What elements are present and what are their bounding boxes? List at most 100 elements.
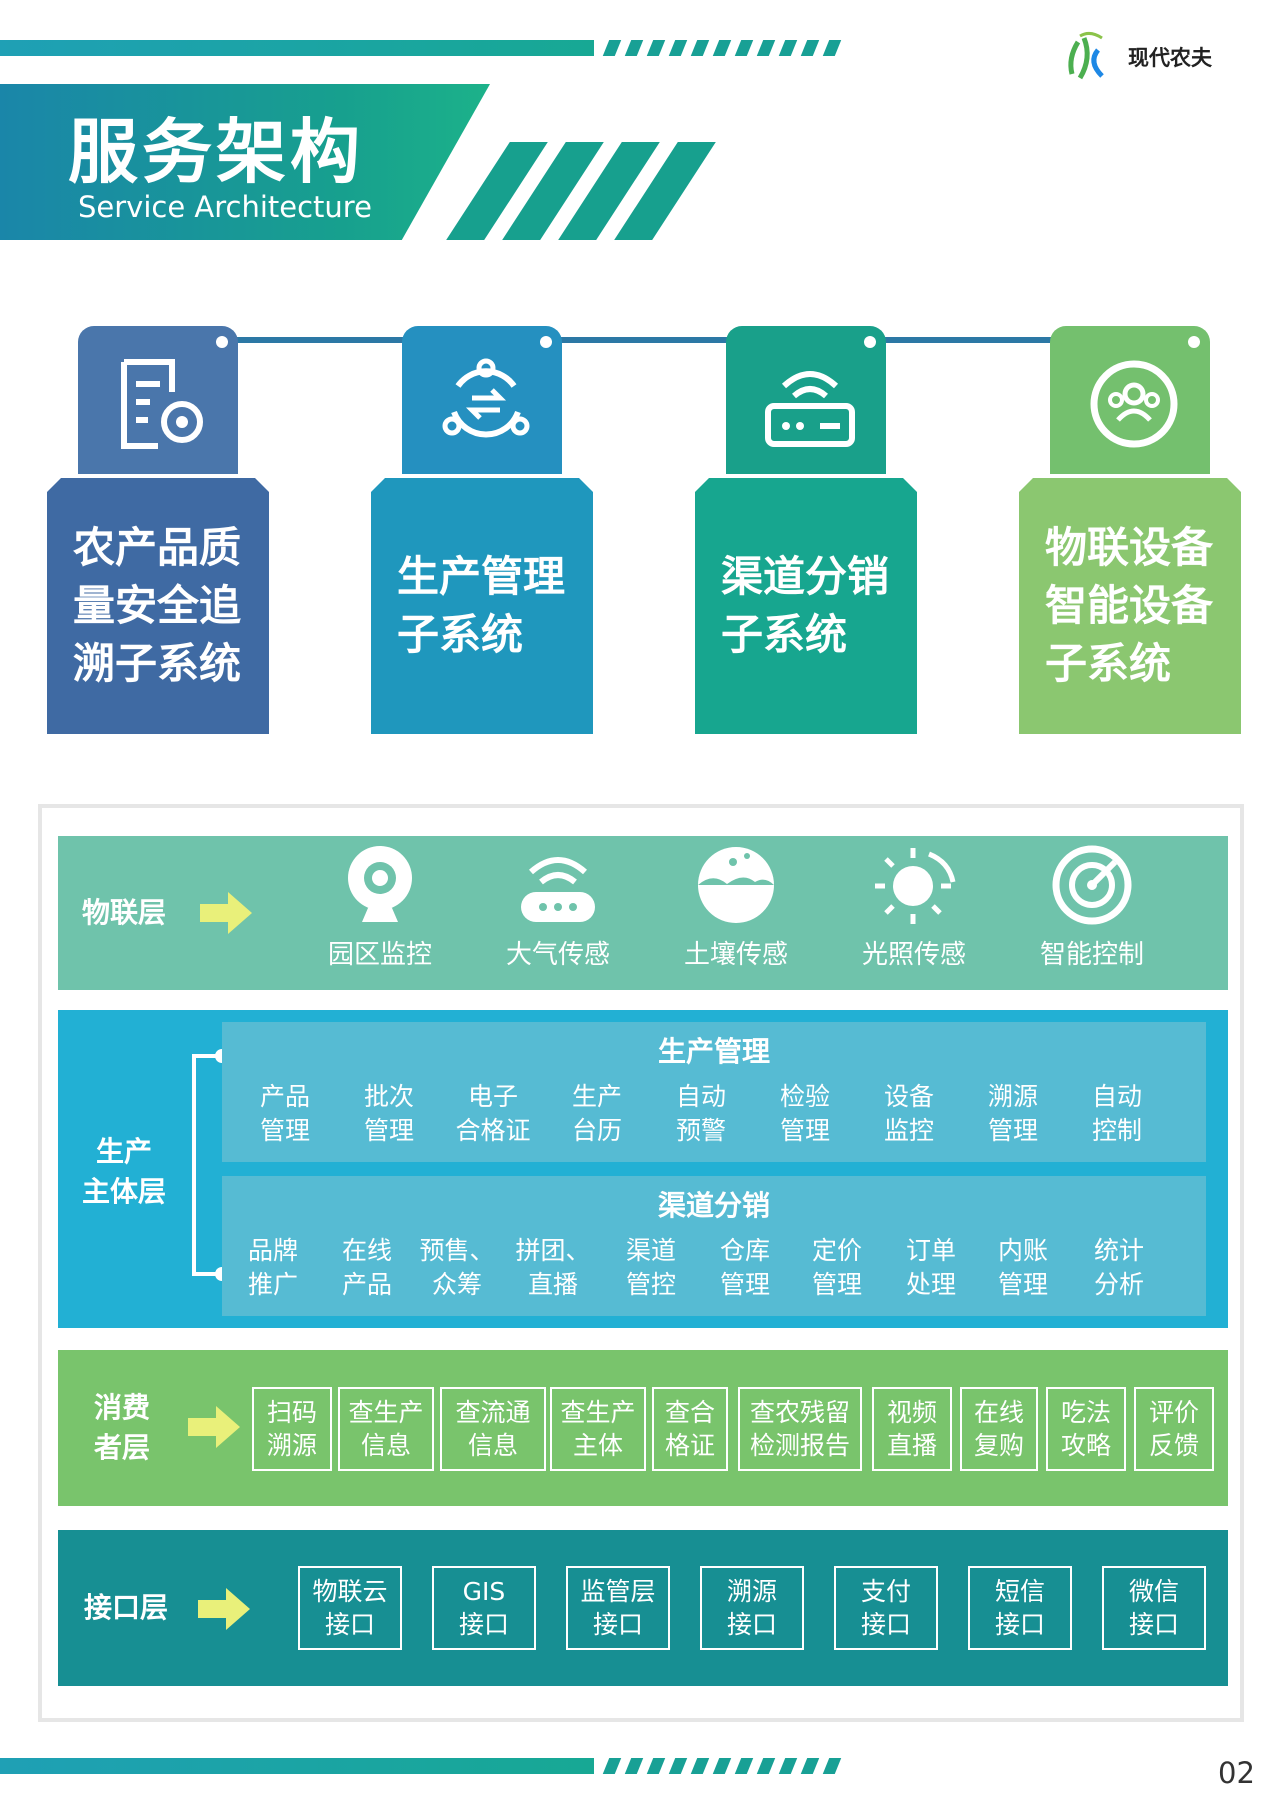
iot-item-label: 智能控制 xyxy=(1039,940,1144,970)
consumer-item: 在线 复购 xyxy=(960,1387,1038,1471)
cycle-exchange-icon xyxy=(442,358,530,438)
interface-item: 溯源 接口 xyxy=(700,1566,804,1650)
consumer-item: 查合 格证 xyxy=(652,1387,728,1471)
users-group-icon xyxy=(1090,360,1178,448)
distribution-item: 渠道 管控 xyxy=(625,1236,676,1299)
bottom-solid-bar xyxy=(0,1758,594,1774)
bracket-connector xyxy=(192,1049,226,1281)
consumer-item: 查流通 信息 xyxy=(440,1387,546,1471)
page-subtitle: Service Architecture xyxy=(78,190,372,224)
interface-layer-label: 接口层 xyxy=(83,1591,168,1624)
arrow-right-icon xyxy=(188,1406,240,1448)
production-management-item: 产品 管理 xyxy=(259,1082,310,1145)
architecture-frame xyxy=(38,804,1244,1722)
system-card-icon-tile xyxy=(78,326,238,474)
production-management-panel: 生产管理 产品 管理 批次 管理电子 合格证生产 台历 自动 预警 检验 管理 设备 监… xyxy=(222,1022,1206,1162)
iot-item-atmosphere: 大气传感 xyxy=(483,842,633,971)
wifi-router-icon xyxy=(521,857,595,922)
card-connector xyxy=(556,337,732,343)
production-management-item: 批次 管理 xyxy=(363,1082,414,1145)
distribution-item: 定价 管理 xyxy=(811,1236,862,1299)
iot-item-label: 光照传感 xyxy=(861,940,966,970)
system-card-icon-tile xyxy=(402,326,562,474)
logo-text: 现代农夫 xyxy=(1128,46,1212,70)
card-dot xyxy=(864,336,876,348)
production-management-item: 设备 监控 xyxy=(883,1082,934,1145)
iot-item-label: 土壤传感 xyxy=(683,940,788,970)
iot-item-control: 智能控制 xyxy=(1017,842,1167,971)
distribution-item: 预售、 众筹 xyxy=(419,1236,495,1299)
production-management-item: 生产 台历 xyxy=(571,1082,622,1145)
distribution-item: 在线 产品 xyxy=(341,1236,392,1299)
production-management-title: 生产管理 xyxy=(657,1035,770,1068)
interface-item: 微信 接口 xyxy=(1102,1566,1206,1650)
sun-icon xyxy=(875,848,956,924)
system-card-label: 物联设备 智能设备 子系统 xyxy=(1045,523,1214,688)
card-dot xyxy=(540,336,552,348)
arrow-right-icon xyxy=(198,1588,250,1630)
iot-layer xyxy=(58,836,1228,990)
soil-icon xyxy=(698,847,774,923)
distribution-item: 品牌 推广 xyxy=(247,1236,298,1299)
consumer-item: 吃法 攻略 xyxy=(1046,1387,1126,1471)
iot-item-label: 园区监控 xyxy=(327,940,432,970)
camera-icon xyxy=(348,846,412,922)
system-card-icon-tile xyxy=(726,326,886,474)
consumer-item: 查农残留 检测报告 xyxy=(738,1387,862,1471)
consumer-item: 评价 反馈 xyxy=(1134,1387,1214,1471)
document-gear-icon xyxy=(121,359,203,449)
card-connector xyxy=(232,337,408,343)
distribution-item: 拼团、 直播 xyxy=(515,1236,591,1299)
logo: 现代农夫 xyxy=(1062,28,1212,86)
system-card: 渠道分销 子系统 xyxy=(695,478,917,734)
top-dash-row xyxy=(602,40,842,56)
distribution-item: 内账 管理 xyxy=(997,1236,1048,1299)
card-connector xyxy=(880,337,1056,343)
interface-item: 物联云 接口 xyxy=(298,1566,402,1650)
logo-mark-icon xyxy=(1068,31,1104,80)
production-management-item: 电子 合格证 xyxy=(455,1082,531,1145)
system-card: 物联设备 智能设备 子系统 xyxy=(1019,478,1241,734)
distribution-title: 渠道分销 xyxy=(657,1189,770,1222)
bottom-dash-row xyxy=(602,1758,842,1774)
consumer-layer-label: 消费 者层 xyxy=(93,1391,150,1464)
production-management-item: 检验 管理 xyxy=(779,1082,830,1145)
distribution-item: 订单 处理 xyxy=(905,1236,956,1299)
consumer-item: 查生产 信息 xyxy=(338,1387,434,1471)
production-management-item: 自动 控制 xyxy=(1091,1082,1142,1145)
distribution-item: 仓库 管理 xyxy=(719,1236,770,1299)
production-layer-label: 生产 主体层 xyxy=(81,1135,166,1208)
page-number: 02 xyxy=(1218,1756,1255,1790)
production-management-item: 溯源 管理 xyxy=(987,1082,1038,1145)
top-solid-bar xyxy=(0,40,594,56)
system-card-label: 生产管理 子系统 xyxy=(397,552,566,659)
system-card: 农产品质 量安全追 溯子系统 xyxy=(47,478,269,734)
page-title: 服务架构 xyxy=(68,111,364,193)
title-banner xyxy=(0,84,490,240)
production-management-item: 自动 预警 xyxy=(675,1082,726,1145)
system-card-label: 渠道分销 子系统 xyxy=(721,552,890,659)
system-card: 生产管理 子系统 xyxy=(371,478,593,734)
system-card-label: 农产品质 量安全追 溯子系统 xyxy=(73,523,242,688)
distribution-panel: 渠道分销 品牌 推广在线 产品预售、 众筹拼团、 直播渠道 管控仓库 管理定价 … xyxy=(222,1176,1206,1316)
interface-item: 监管层 接口 xyxy=(566,1566,670,1650)
iot-item-soil: 土壤传感 xyxy=(661,842,811,971)
interface-item: 短信 接口 xyxy=(968,1566,1072,1650)
arrow-right-icon xyxy=(200,892,252,934)
router-icon xyxy=(765,371,855,447)
card-dot xyxy=(1188,336,1200,348)
iot-item-light: 光照传感 xyxy=(839,842,989,971)
consumer-item: 查生产 主体 xyxy=(550,1387,646,1471)
distribution-item: 统计 分析 xyxy=(1093,1236,1144,1299)
card-dot xyxy=(216,336,228,348)
iot-item-camera: 园区监控 xyxy=(305,842,455,971)
iot-layer-label: 物联层 xyxy=(81,896,166,929)
interface-layer xyxy=(58,1530,1228,1686)
system-card-icon-tile xyxy=(1050,326,1210,474)
interface-item: 支付 接口 xyxy=(834,1566,938,1650)
interface-item: GIS 接口 xyxy=(432,1566,536,1650)
consumer-item: 扫码 溯源 xyxy=(252,1387,332,1471)
iot-item-label: 大气传感 xyxy=(505,940,610,970)
dial-icon xyxy=(1052,845,1132,925)
consumer-item: 视频 直播 xyxy=(872,1387,952,1471)
